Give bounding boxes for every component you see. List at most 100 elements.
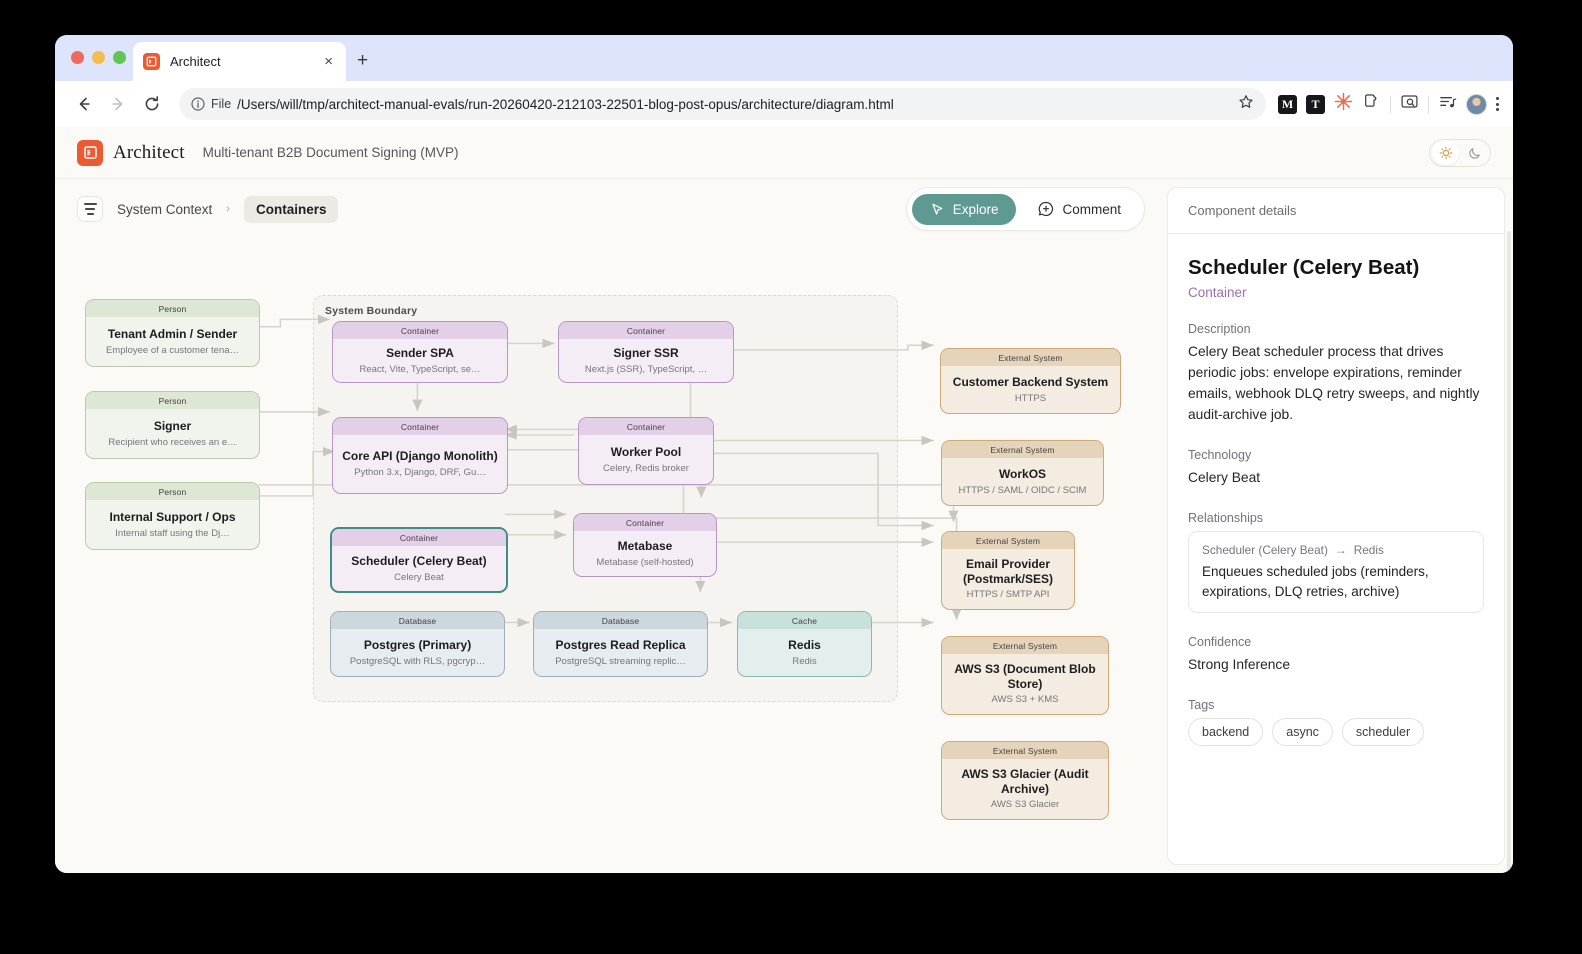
filter-lines-icon[interactable] (77, 196, 103, 222)
relationship-card[interactable]: Scheduler (Celery Beat) → Redis Enqueues… (1188, 531, 1484, 614)
node-title: Worker Pool (610, 444, 682, 459)
node-technology: HTTPS (1014, 392, 1047, 404)
kebab-menu-icon[interactable] (1496, 97, 1499, 111)
node-body: AWS S3 (Document Blob Store)AWS S3 + KMS (942, 654, 1108, 714)
new-tab-button[interactable]: + (357, 50, 369, 71)
cursor-icon (932, 203, 943, 215)
node-technology: Celery, Redis broker (603, 462, 689, 474)
relationship-from: Scheduler (Celery Beat) (1202, 543, 1328, 558)
close-window-button[interactable] (71, 51, 84, 64)
browser-toolbar: File /Users/will/tmp/architect-manual-ev… (55, 81, 1513, 127)
node-kind-label: Person (86, 483, 259, 500)
diagram-canvas[interactable]: System Boundary (55, 239, 1167, 873)
node-kind-label: Database (331, 612, 504, 629)
moon-icon[interactable] (1461, 141, 1488, 165)
reading-list-icon[interactable] (1438, 92, 1457, 116)
node-technology: Next.js (SSR), TypeScript, … (584, 363, 708, 375)
browser-tab[interactable]: Architect × (133, 42, 346, 81)
node-technology: React, Vite, TypeScript, se… (359, 363, 481, 375)
node-title: Customer Backend System (952, 374, 1109, 389)
t-extension-icon[interactable]: T (1306, 94, 1325, 114)
node-title: Tenant Admin / Sender (107, 326, 238, 341)
node-body: AWS S3 Glacier (Audit Archive)AWS S3 Gla… (942, 759, 1108, 819)
sun-icon[interactable] (1432, 140, 1459, 165)
m-extension-icon[interactable]: M (1278, 94, 1297, 114)
theme-toggle[interactable] (1429, 138, 1491, 167)
node-technology: Metabase (self-hosted) (596, 556, 694, 568)
component-details-panel: Component details Scheduler (Celery Beat… (1167, 187, 1505, 865)
window-traffic-lights (71, 51, 126, 64)
breadcrumb-separator: › (226, 203, 230, 215)
bookmark-star-icon[interactable] (1238, 94, 1254, 115)
tab-title: Architect (170, 54, 221, 69)
comment-mode-label: Comment (1062, 201, 1121, 217)
relationship-to: Redis (1353, 543, 1384, 558)
toolbar-divider (1390, 95, 1391, 113)
node-kind-label: Container (333, 418, 507, 435)
node-technology: Python 3.x, Django, DRF, Gu… (354, 467, 486, 479)
panel-scrollbar[interactable] (1507, 231, 1511, 873)
diagram-toolbar: System Context › Containers Explore Comm… (55, 179, 1167, 239)
back-icon[interactable] (69, 89, 99, 119)
tag-scheduler[interactable]: scheduler (1341, 718, 1425, 747)
architect-logo-icon (77, 139, 103, 166)
component-kind: Container (1188, 285, 1247, 301)
close-icon[interactable]: × (324, 53, 333, 70)
explore-mode-button[interactable]: Explore (911, 193, 1017, 225)
app-body: System Context › Containers Explore Comm… (55, 179, 1513, 873)
node-kind-label: Container (559, 322, 733, 339)
sparkle-extension-icon[interactable] (1334, 92, 1353, 116)
arrow-right-icon: → (1334, 543, 1347, 558)
relationship-description: Enqueues scheduled jobs (reminders, expi… (1202, 564, 1429, 599)
screenshot-search-icon[interactable] (1400, 92, 1419, 116)
node-body: Email Provider (Postmark/SES)HTTPS / SMT… (942, 549, 1074, 609)
diagram-pane: System Context › Containers Explore Comm… (55, 179, 1167, 873)
tag-list: backend async scheduler (1188, 718, 1484, 747)
minimize-window-button[interactable] (92, 51, 105, 64)
reload-icon[interactable] (137, 89, 167, 119)
node-technology: Recipient who receives an e… (108, 436, 237, 448)
node-title: Redis (788, 637, 821, 652)
breadcrumb-item-system-context[interactable]: System Context (117, 201, 213, 217)
tag-backend[interactable]: backend (1188, 718, 1264, 747)
breadcrumb-item-containers[interactable]: Containers (243, 195, 339, 223)
explore-mode-label: Explore (952, 201, 999, 217)
technology-text: Celery Beat (1188, 470, 1261, 486)
puzzle-extensions-icon[interactable] (1362, 92, 1381, 116)
address-bar[interactable]: File /Users/will/tmp/architect-manual-ev… (179, 88, 1266, 120)
forward-icon[interactable] (103, 89, 133, 119)
node-kind-label: External System (942, 637, 1108, 654)
comment-mode-button[interactable]: Comment (1020, 193, 1139, 225)
project-title: Multi-tenant B2B Document Signing (MVP) (202, 145, 459, 160)
maximize-window-button[interactable] (113, 51, 126, 64)
tag-async[interactable]: async (1272, 718, 1333, 747)
architect-favicon-icon (143, 53, 160, 70)
description-text: Celery Beat scheduler process that drive… (1188, 344, 1480, 423)
node-kind-label: External System (942, 532, 1074, 549)
profile-avatar[interactable] (1466, 93, 1487, 115)
node-technology: PostgreSQL streaming replic… (555, 655, 686, 667)
